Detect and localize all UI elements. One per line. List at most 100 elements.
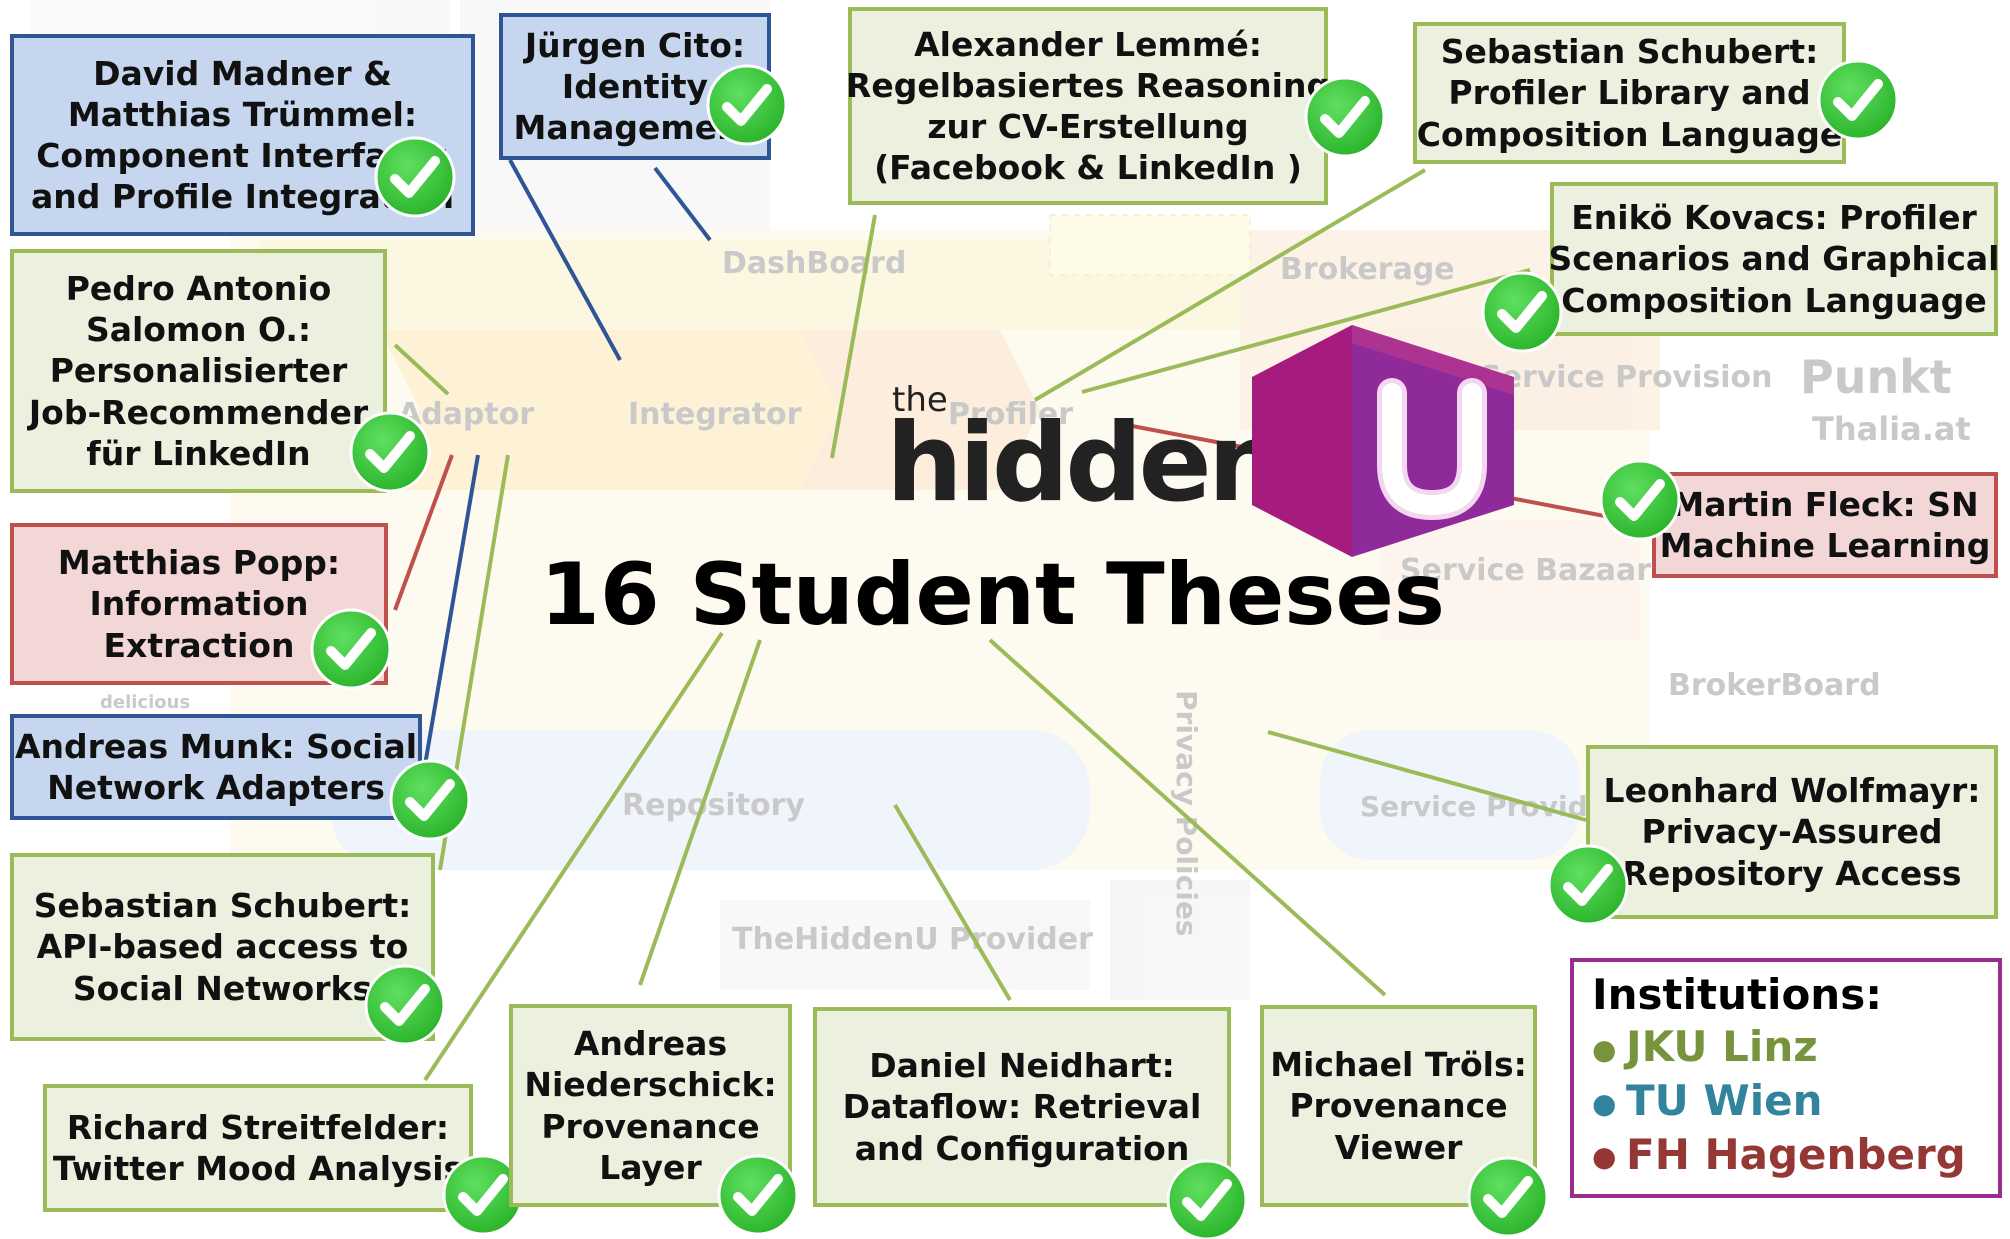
connector-line-cito [653, 166, 712, 242]
thesis-line: zur CV-Erstellung [927, 107, 1249, 146]
bullet-icon: ● [1592, 1140, 1617, 1174]
thesis-line: Daniel Neidhart: [869, 1046, 1175, 1086]
institution-tu-wien: ●TU Wien [1592, 1076, 1823, 1126]
thesis-line: Scenarios and Graphical [1548, 239, 2000, 279]
thesis-line: Network Adapters [47, 768, 385, 807]
thesis-line: Job-Recommender [28, 392, 369, 432]
thesis-line: Machine Learning [1659, 526, 1991, 565]
main-title: 16 Student Theses [540, 545, 1445, 645]
checkmark-icon [310, 608, 392, 690]
logo-the-text: the [892, 380, 948, 420]
connector-line-streitfelder [423, 631, 724, 1082]
checkmark-icon [1817, 59, 1899, 141]
thesis-line: für LinkedIn [86, 433, 311, 473]
thesis-line: Matthias Popp: [57, 543, 341, 583]
checkmark-icon [706, 64, 788, 146]
thesis-line: Personalisierter [49, 351, 348, 391]
thesis-line: Sebastian Schubert: [1440, 32, 1819, 72]
connector-line-lemme [830, 214, 877, 459]
institutions-heading: Institutions: [1592, 970, 1883, 1019]
thesis-line: Michael Tröls: [1270, 1045, 1527, 1085]
institution-fh-hagenberg: ●FH Hagenberg [1592, 1129, 1966, 1179]
thesis-line: Profiler Library and [1448, 73, 1811, 113]
thesis-line: David Madner & [93, 53, 392, 93]
bg-label-repository: Repository [622, 788, 805, 823]
thesis-line: Repository Access [1622, 853, 1962, 893]
checkmark-icon [349, 411, 431, 493]
checkmark-icon [717, 1154, 799, 1236]
connector-line-salomon [393, 343, 450, 396]
thesis-line: Salomon O.: [85, 310, 312, 350]
thesis-line: API-based access to [36, 927, 409, 967]
bg-label-brokerage: Brokerage [1280, 252, 1455, 287]
checkmark-icon [374, 136, 456, 218]
bullet-icon: ● [1592, 1032, 1617, 1066]
bg-label-profiler: Profiler [948, 397, 1074, 432]
checkmark-icon [1166, 1159, 1248, 1239]
bg-label-delicious: delicious [100, 692, 191, 713]
thesis-box-streitfelder: Richard Streitfelder:Twitter Mood Analys… [43, 1084, 473, 1212]
institutions-legend: Institutions: ●JKU Linz ●TU Wien ●FH Hag… [1570, 958, 2002, 1198]
thesis-line: Martin Fleck: SN [1671, 484, 1979, 524]
bullet-icon: ● [1592, 1086, 1617, 1120]
checkmark-icon [1467, 1156, 1549, 1238]
thesis-line: Composition Language [1416, 114, 1843, 154]
thesis-box-lemme: Alexander Lemmé:Regelbasiertes Reasoning… [845, 7, 1331, 205]
checkmark-icon [1481, 271, 1563, 353]
thesis-line: Dataflow: Retrieval [842, 1087, 1202, 1127]
thesis-line: Matthias Trümmel: [67, 94, 418, 134]
bg-label-dashboard: DashBoard [722, 246, 907, 281]
bg-label-integrator: Integrator [628, 397, 802, 432]
thesis-line: Twitter Mood Analysis [52, 1149, 464, 1188]
bg-label-punkt: Punkt [1800, 350, 1952, 404]
checkmark-icon [1304, 76, 1386, 158]
thesis-line: Privacy-Assured [1641, 812, 1943, 852]
thesis-line: Identity [561, 66, 709, 106]
bg-label-brokerboard: BrokerBoard [1668, 668, 1881, 703]
thesis-line: Richard Streitfelder: [66, 1107, 450, 1147]
checkmark-icon [1599, 459, 1681, 541]
logo-cube-icon [1252, 325, 1514, 557]
connector-line-madner [508, 159, 622, 361]
thesis-line: Composition Language [1561, 280, 1987, 320]
logo-hidden-text: hidden [886, 401, 1285, 526]
connector-line-popp [393, 454, 454, 611]
checkmark-icon [389, 759, 471, 841]
thesis-line: and Configuration [854, 1128, 1190, 1168]
connector-line-kovacs [1081, 268, 1531, 394]
thesis-line: Social Networks [72, 968, 373, 1008]
thesis-line: Provenance [1289, 1086, 1508, 1126]
thesis-line: Regelbasiertes Reasoning [845, 65, 1331, 105]
thesis-line: Viewer [1334, 1127, 1463, 1167]
thesis-line: Sebastian Schubert: [33, 886, 412, 926]
thesis-line: Layer [599, 1147, 702, 1187]
thesis-line: Jürgen Cito: [524, 25, 746, 65]
thesis-line: Andreas [573, 1024, 728, 1063]
connector-line-trols [988, 638, 1387, 997]
checkmark-icon [1547, 844, 1629, 926]
thesis-line: Alexander Lemmé: [914, 24, 1262, 64]
thesis-line: Extraction [103, 625, 295, 665]
bg-label-service-bazaar: Service Bazaar [1400, 553, 1652, 588]
connector-line-niederschick [638, 639, 762, 986]
thesis-line: Information [89, 584, 309, 624]
bg-label-service-provision: Service Provision [1480, 360, 1773, 395]
connector-line-munk [423, 454, 480, 766]
checkmark-icon [364, 964, 446, 1046]
thesis-line: Leonhard Wolfmayr: [1603, 771, 1981, 811]
connector-line-neidhart [893, 803, 1012, 1002]
thesis-line: Niederschick: [524, 1065, 777, 1105]
institution-jku-linz: ●JKU Linz [1592, 1022, 1818, 1072]
bg-label-thehiddenu-provider: TheHiddenU Provider [732, 922, 1093, 957]
